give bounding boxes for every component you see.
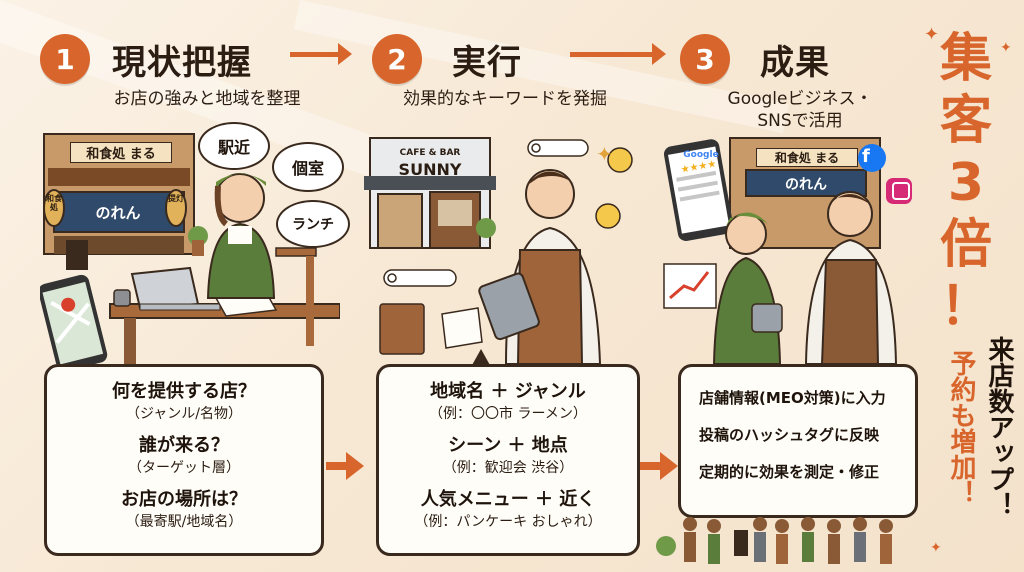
cafe-sign-small: CAFE & BAR [399,148,461,158]
google-label: Google [683,150,719,160]
subheadline-visits-up: 来店数アップ！ [984,336,1014,518]
keyword-item-3-title: 人気メニュー ＋ 近く [420,489,596,510]
cafe-sign: SUNNY [398,160,462,179]
keyword-item-1-sub: （例：〇〇市 ラーメン） [429,406,587,422]
keyword-bubble-koshitsu: 個室 [272,142,344,192]
step-1-header: 1 現状把握 [40,34,252,84]
action-item-1: 店舗情報(MEO対策)に入力 [699,389,886,407]
step-1-number: 1 [40,34,90,84]
scene-shop-owner-laptop: 和食処 まる のれん 和食処 提灯 駅近 個室 ランチ [38,122,350,372]
keyword-item-3-sub: （例：パンケーキ おしゃれ） [414,514,602,530]
headline-triple-customers: 集 客 3 倍 ！ [914,28,1018,338]
noren-label-2: のれん [785,177,827,193]
lightbulb-icon: ✦ [596,142,613,166]
sparkle-icon: ✦ [930,540,942,556]
step-2-subtitle: 効果的なキーワードを発掘 [403,89,607,109]
scene-results-sns: ★★★★ 和食処 まる のれん Google f [660,128,920,365]
analysis-item-2-title: 誰が来る？ [139,435,229,456]
step-3-title: 成果 [760,42,830,83]
keyword-bubble-ekichika: 駅近 [198,122,270,170]
lantern-left-label: 和食処 [46,194,62,212]
step-1-title: 現状把握 [112,42,252,83]
lantern-right-label: 提灯 [168,194,184,203]
step-3-number: 3 [680,34,730,84]
arrow-right-icon [570,43,666,65]
step-3-subtitle: Googleビジネス・ SNSで活用 [700,88,900,132]
subheadline-reservations-up: 予約も増加！ [946,350,976,506]
instagram-icon [892,182,910,200]
keyword-item-2-sub: （例：歓迎会 渋谷） [442,460,574,476]
step-2-header: 2 実行 [372,34,522,84]
speech-tail [471,349,491,367]
action-box: 店舗情報(MEO対策)に入力 投稿のハッシュタグに反映 定期的に効果を測定・修正 [678,364,918,518]
scene-cafe-staff-tablet: CAFE & BAR SUNNY ✦ [360,128,650,365]
step-1-subtitle: お店の強みと地域を整理 [113,89,301,109]
analysis-item-3-title: お店の場所は？ [121,489,247,510]
action-item-3: 定期的に効果を測定・修正 [699,463,880,481]
step-3-subtitle-line2: SNSで活用 [757,111,843,131]
action-item-2: 投稿のハッシュタグに反映 [699,426,880,444]
step-3-header: 3 成果 [680,34,830,84]
step-2-title: 実行 [452,42,522,83]
analysis-item-2-sub: （ターゲット層） [128,460,240,476]
keyword-box: 地域名 ＋ ジャンル （例：〇〇市 ラーメン） シーン ＋ 地点 （例：歓迎会 … [376,349,640,556]
keyword-item-1-title: 地域名 ＋ ジャンル [430,381,586,402]
arrow-right-icon [326,452,364,480]
shop-sign: 和食処 まる [70,142,172,163]
sparkle-icon: ✦ [1000,40,1012,56]
headline-char-3: 3 [947,153,985,213]
customer-queue-illustration [656,517,893,564]
arrow-right-icon [640,452,678,480]
step-2-number: 2 [372,34,422,84]
shop-sign-2: 和食処 まる [756,148,858,167]
headline-char-4: 倍 [939,215,992,275]
scene-2-illustration [364,137,633,365]
headline-char-5: ！ [939,277,992,337]
scene-1-illustration [38,133,341,372]
keyword-bubble-lunch: ランチ [276,200,350,248]
facebook-icon: f [862,146,870,167]
arrow-right-icon [290,43,352,65]
analysis-item-1-sub: （ジャンル/名物） [125,406,243,422]
keyword-item-2-title: シーン ＋ 地点 [448,435,568,456]
step-3-subtitle-line1: Googleビジネス・ [727,89,873,109]
scene-3-illustration: ★★★★ [663,137,912,365]
analysis-box: 何を提供する店？ （ジャンル/名物） 誰が来る？ （ターゲット層） お店の場所は… [44,364,324,556]
headline-char-1: 集 [939,29,992,89]
analysis-item-1-title: 何を提供する店？ [112,381,256,402]
noren-label: のれん [95,204,141,222]
sparkle-icon: ✦ [924,24,940,45]
headline-char-2: 客 [939,91,992,151]
analysis-item-3-sub: （最寄駅/地域名） [125,514,243,530]
